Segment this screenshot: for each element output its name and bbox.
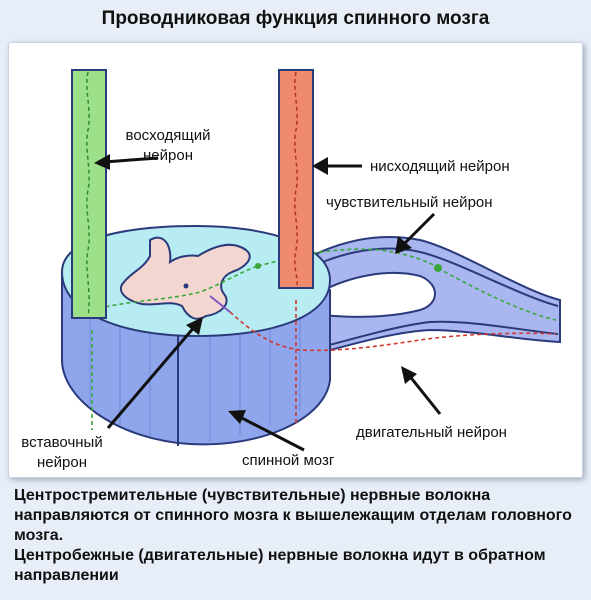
label-sensory-neuron: чувствительный нейрон xyxy=(326,194,493,211)
spinal-nerve xyxy=(299,235,561,360)
label-ascending-line1: восходящий xyxy=(126,127,211,144)
caption-paragraph-2: Центробежные (двигательные) нервные воло… xyxy=(14,547,546,584)
label-spinal-cord: спинной мозг xyxy=(242,452,335,469)
descending-neuron-column xyxy=(278,69,314,289)
page-title: Проводниковая функция спинного мозга xyxy=(101,8,490,29)
label-interneuron-line1: вставочный xyxy=(21,434,102,451)
caption: Центростремительные (чувствительные) нер… xyxy=(14,486,584,586)
spinal-cord xyxy=(60,224,332,446)
ascending-neuron-column xyxy=(71,69,107,319)
pointer-arrows xyxy=(94,154,442,452)
label-motor-neuron: двигательный нейрон xyxy=(356,424,507,441)
label-interneuron-line2: нейрон xyxy=(37,454,87,471)
label-descending-neuron: нисходящий нейрон xyxy=(370,158,510,175)
label-ascending-line2: нейрон xyxy=(143,147,193,164)
caption-paragraph-1: Центростремительные (чувствительные) нер… xyxy=(14,487,572,544)
nerve-fibers xyxy=(91,248,557,430)
